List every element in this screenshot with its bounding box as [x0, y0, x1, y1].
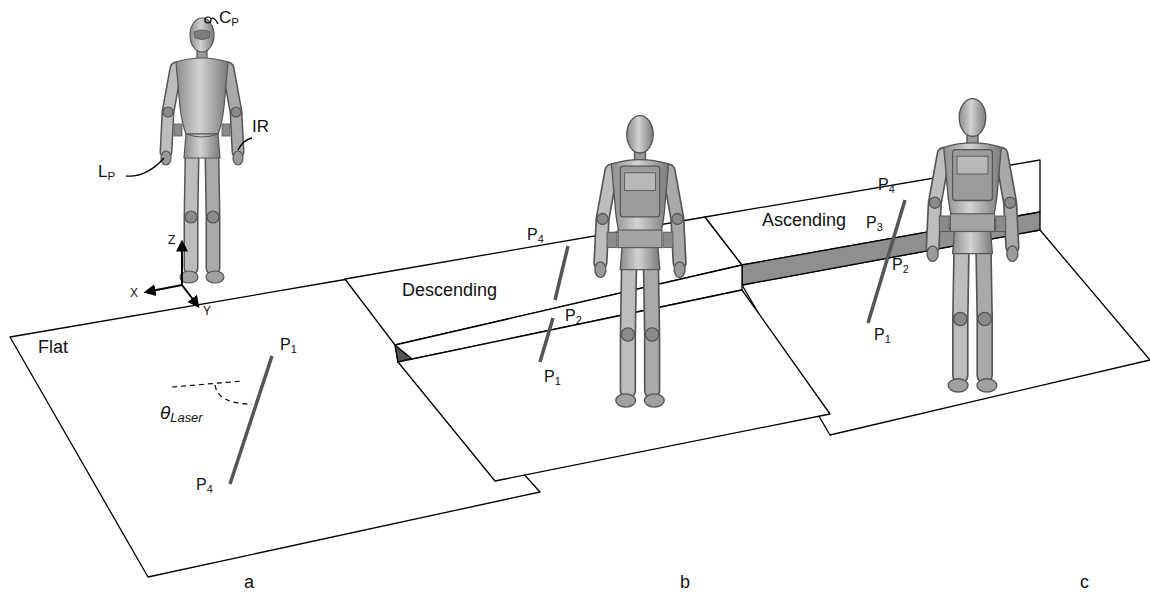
label-main: P — [544, 368, 555, 385]
label-subscript: 1 — [555, 375, 561, 387]
laser-line — [230, 356, 272, 484]
leader-line — [238, 138, 252, 150]
label-subscript: 4 — [207, 483, 213, 495]
point-label: P4 — [196, 476, 213, 494]
point-label: P2 — [565, 307, 582, 325]
label-main: P — [866, 214, 877, 231]
label-main: b — [680, 572, 690, 592]
point-label: P3 — [866, 214, 883, 232]
label-main: c — [1080, 572, 1089, 592]
label-subscript: Laser — [170, 410, 202, 425]
label-subscript: 2 — [903, 263, 909, 275]
point-label: P1 — [544, 368, 561, 386]
label-main: P — [892, 256, 903, 273]
point-label: P1 — [280, 336, 297, 354]
axis-label: Z — [168, 234, 175, 248]
point-label: P4 — [878, 176, 895, 194]
leader-line — [211, 18, 218, 24]
reference-line — [172, 381, 243, 387]
laser-line — [555, 246, 568, 300]
label-main: P — [280, 336, 291, 353]
axis-label: Y — [203, 305, 211, 319]
label-main: a — [244, 572, 254, 592]
panel-letter: a — [244, 572, 254, 593]
plane-label: Ascending — [762, 210, 846, 231]
z-axis — [181, 242, 183, 285]
label-main: θ — [160, 402, 170, 423]
angle-label: θLaser — [160, 402, 203, 424]
angle-arc — [215, 385, 252, 404]
label-main: L — [98, 162, 107, 181]
label-subscript: 4 — [538, 233, 544, 245]
laser-line — [540, 318, 553, 362]
label-main: P — [874, 326, 885, 343]
plane-label: Flat — [38, 337, 68, 358]
camera-point — [205, 17, 211, 23]
point-label: P2 — [892, 256, 909, 274]
label-main: IR — [252, 117, 269, 136]
label-subscript: P — [231, 16, 239, 28]
descending-lower-plane — [398, 290, 830, 481]
callout-label: CP — [219, 8, 239, 28]
label-main: Descending — [402, 280, 497, 300]
label-subscript: 3 — [877, 221, 883, 233]
label-subscript: P — [107, 170, 115, 182]
label-subscript: 1 — [885, 333, 891, 345]
panel-letter: b — [680, 572, 690, 593]
label-main: P — [196, 476, 207, 493]
robot-front — [161, 18, 243, 283]
robot-back — [927, 99, 1018, 392]
label-main: P — [565, 307, 576, 324]
label-main: Y — [203, 304, 211, 318]
y-axis — [182, 285, 198, 306]
callout-label: IR — [252, 117, 269, 137]
label-subscript: 4 — [889, 183, 895, 195]
label-subscript: 1 — [291, 343, 297, 355]
panel-letter: c — [1080, 572, 1089, 593]
label-main: Ascending — [762, 210, 846, 230]
point-label: P1 — [874, 326, 891, 344]
callout-label: LP — [98, 162, 115, 182]
x-axis — [146, 285, 182, 292]
label-main: X — [130, 286, 138, 300]
axis-label: X — [130, 287, 138, 301]
label-main: P — [878, 176, 889, 193]
label-subscript: 2 — [576, 314, 582, 326]
plane-label: Descending — [402, 280, 497, 301]
label-main: Z — [168, 233, 175, 247]
leader-line — [126, 158, 164, 176]
point-label: P4 — [527, 226, 544, 244]
label-main: P — [527, 226, 538, 243]
label-main: Flat — [38, 337, 68, 357]
robot-back — [595, 116, 685, 408]
label-main: C — [219, 8, 231, 27]
